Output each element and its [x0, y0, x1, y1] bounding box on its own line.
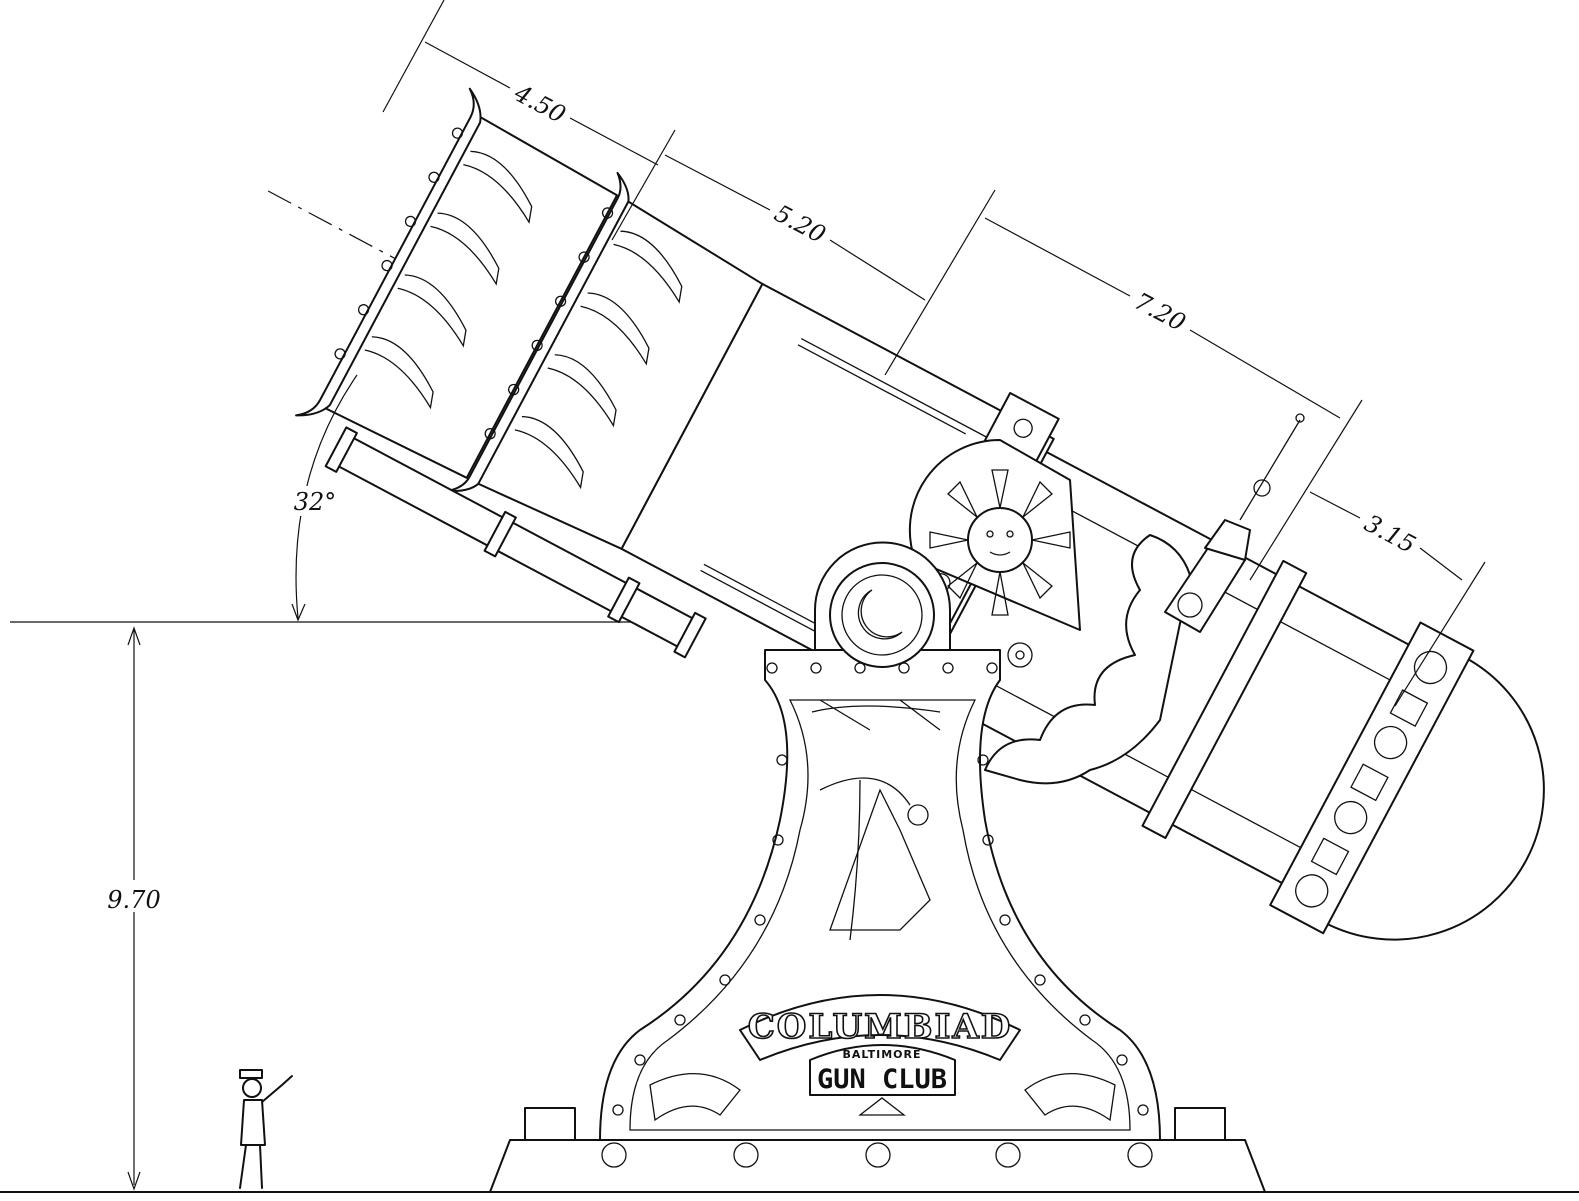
- scale-figure: [239, 1069, 293, 1189]
- sun-face: [967, 507, 1033, 573]
- plinth-rosettes: [601, 1142, 1153, 1168]
- pedestal-rivets: [612, 662, 1149, 1116]
- archer-panel: [811, 699, 941, 941]
- gear-ornament: [1007, 642, 1033, 668]
- sun-emblem: [908, 438, 1081, 631]
- dimension-lines: [382, 0, 1486, 707]
- dim-label-segment-2: 5.20: [770, 199, 830, 249]
- emblem-club-name: GUN CLUB: [817, 1064, 947, 1095]
- breech-dome: [1322, 656, 1545, 941]
- dim-label-segment-4: 3.15: [1360, 509, 1420, 559]
- base-bolt-left: [524, 1107, 576, 1141]
- dim-label-segment-1: 4.50: [509, 79, 570, 129]
- columbiad-emblem: COLUMBIAD BALTIMORE GUN CLUB: [649, 994, 1116, 1122]
- muzzle-flare-1: [295, 87, 482, 417]
- emblem-subtitle: BALTIMORE: [843, 1048, 922, 1061]
- pedestal-base-plinth: [489, 1139, 1266, 1193]
- moon-medallion: [814, 541, 951, 668]
- base-bolt-right: [1174, 1107, 1226, 1141]
- dim-label-segment-3: 7.20: [1130, 287, 1190, 337]
- breech-band: [1141, 559, 1308, 840]
- dim-label-height: 9.70: [107, 886, 160, 914]
- dim-label-angle: 32°: [294, 488, 337, 516]
- pedestal-body: [599, 649, 1161, 1141]
- breech-windows: [1295, 650, 1448, 908]
- muzzle-flutes: [334, 127, 683, 490]
- emblem-title: COLUMBIAD: [748, 1007, 1013, 1047]
- sight-turret: [1164, 413, 1305, 633]
- cloud-ornament: [984, 534, 1191, 785]
